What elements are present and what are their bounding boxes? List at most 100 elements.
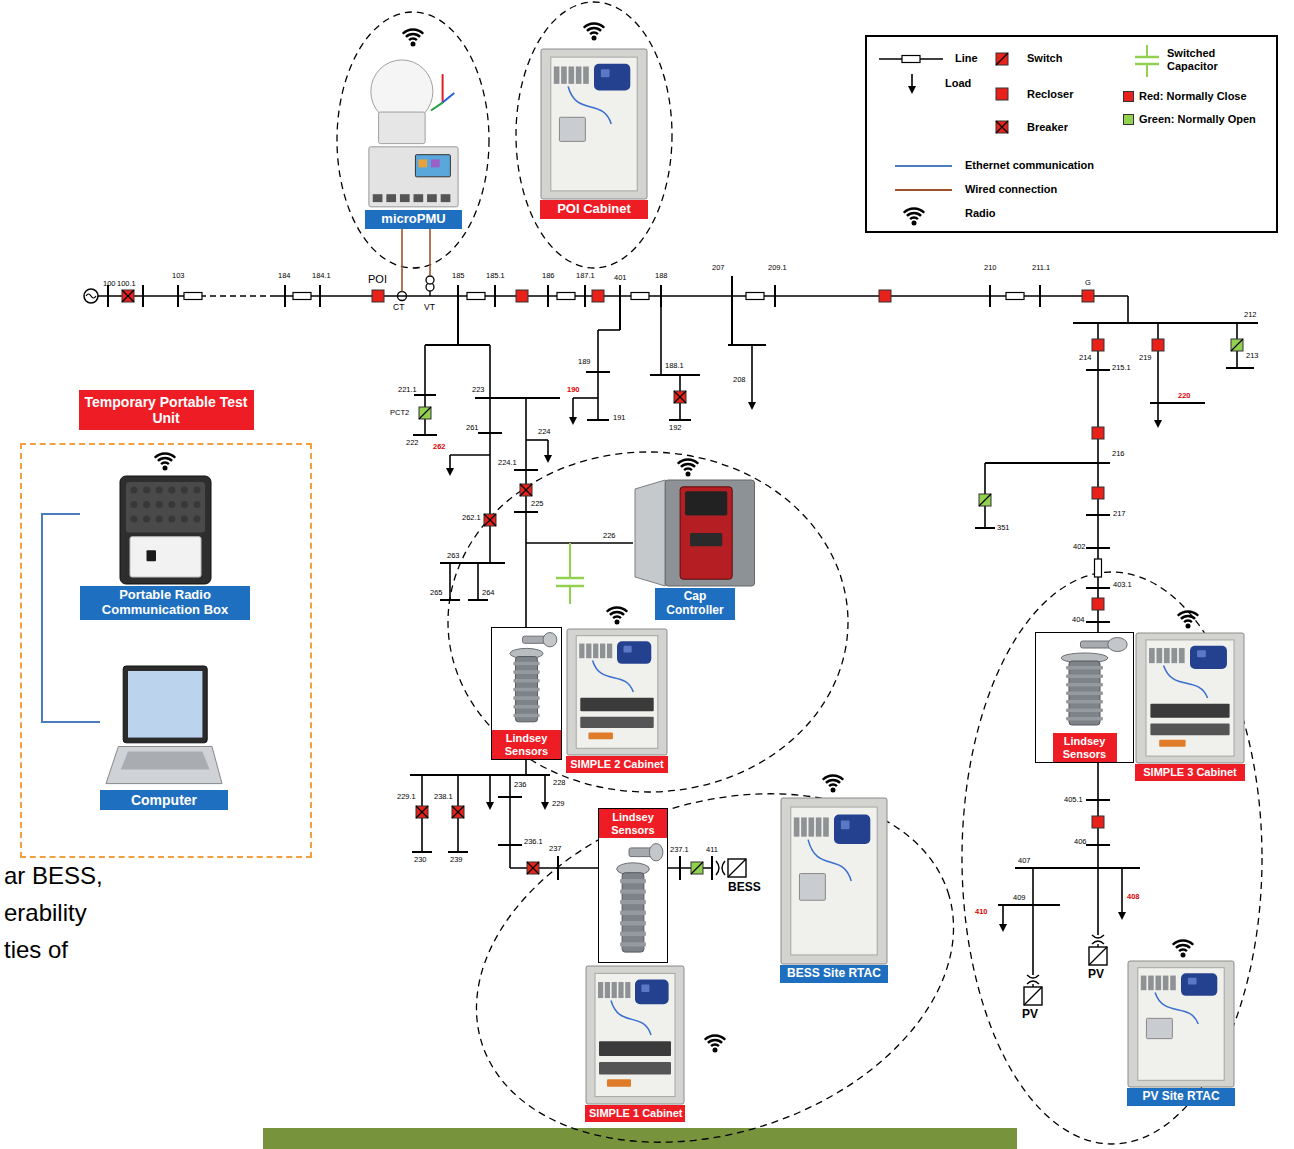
bus-number: 187.1 — [576, 272, 595, 280]
breaker-symbol — [484, 514, 496, 526]
bus-tick — [1086, 844, 1110, 846]
picture-part — [541, 49, 647, 199]
bus-number: 238.1 — [434, 793, 453, 801]
breaker-symbol — [452, 806, 464, 818]
picture-part — [595, 973, 675, 1096]
inverter-symbol — [1092, 941, 1104, 944]
picture-part — [799, 874, 825, 901]
inverter-symbol — [1027, 975, 1039, 978]
radio-icon — [161, 463, 169, 465]
bus-number: 407 — [1018, 857, 1031, 865]
line-symbol — [631, 293, 649, 300]
picture-part — [605, 982, 610, 998]
picture-part — [143, 487, 150, 494]
breaker-symbol — [416, 806, 428, 818]
picture-part — [443, 93, 455, 102]
picture-part — [155, 501, 162, 508]
ct-symbol — [398, 292, 407, 301]
bus-tick — [457, 285, 459, 345]
bus-number: 215.1 — [1112, 364, 1131, 372]
breaker-symbol — [452, 806, 464, 818]
device-tag: PV — [1088, 968, 1104, 980]
bus-number: 217 — [1113, 510, 1126, 518]
bus-tick — [414, 394, 436, 396]
device-label: Lindsey Sensors — [492, 730, 561, 759]
bus-number: 411 — [706, 846, 718, 854]
load-symbol — [489, 775, 491, 803]
picture-part — [431, 159, 440, 167]
feeder-line — [1097, 323, 1099, 868]
line-symbol — [1095, 559, 1102, 577]
recloser-symbol — [1092, 598, 1104, 610]
inverter-symbol — [1089, 947, 1107, 965]
radio-icon — [686, 472, 691, 477]
load-arrow — [569, 417, 577, 425]
device-node: microPMU — [365, 52, 462, 229]
device-node: POI Cabinet — [540, 48, 648, 219]
picture-part — [168, 501, 175, 508]
picture-part — [665, 480, 754, 586]
picture-part — [120, 476, 211, 584]
legend-text: Radio — [965, 207, 996, 220]
device-picture — [104, 662, 224, 790]
breaker-symbol — [674, 391, 686, 403]
picture-part — [415, 155, 450, 177]
legend-text: Switched Capacitor — [1167, 47, 1267, 72]
breaker-symbol — [520, 484, 532, 496]
capacitor-symbol — [569, 586, 571, 604]
picture-part — [130, 501, 137, 508]
radio-icon — [1179, 950, 1187, 952]
switch-symbol — [979, 494, 991, 506]
picture-part — [583, 66, 589, 83]
legend-text: Switch — [1027, 52, 1062, 65]
slide-text: ties of — [4, 938, 68, 962]
device-label: Cap Controller — [655, 588, 735, 620]
bus-number: 222 — [406, 439, 419, 447]
bus-number: 189 — [578, 358, 591, 366]
picture-part — [441, 194, 451, 202]
bus-number: 221.1 — [398, 386, 417, 394]
radio-icon — [590, 33, 598, 35]
bus-number: 401 — [614, 274, 627, 282]
line-symbol — [557, 293, 575, 300]
device-picture — [1036, 633, 1133, 733]
picture-part — [599, 1062, 671, 1074]
picture-part — [543, 633, 557, 647]
picture-part — [586, 644, 591, 659]
bus-tick — [448, 851, 468, 853]
picture-part — [106, 746, 222, 783]
device-label: BESS Site RTAC — [780, 965, 888, 983]
picture-part — [414, 194, 424, 202]
feeder-line — [526, 542, 633, 544]
legend-text: Wired connection — [965, 183, 1057, 196]
picture-part — [593, 644, 598, 659]
picture-part — [1159, 740, 1185, 747]
picture-part — [1164, 648, 1170, 663]
bus-number: 224 — [538, 428, 551, 436]
device-node: Lindsey Sensors — [598, 808, 668, 963]
device-picture — [633, 478, 757, 588]
bus-number: G — [1085, 279, 1091, 287]
picture-part — [823, 817, 829, 836]
picture-part — [155, 516, 162, 523]
vt-symbol — [426, 276, 434, 284]
bus-bar — [425, 344, 490, 346]
breaker-symbol — [416, 806, 428, 818]
bus-bar — [650, 374, 700, 376]
picture-part — [1066, 700, 1103, 704]
device-picture — [540, 48, 648, 200]
radio-icon — [403, 30, 424, 34]
recloser-symbol — [996, 88, 1008, 100]
picture-part — [128, 671, 202, 738]
picture-part — [1170, 976, 1176, 991]
bus-number: 229.1 — [397, 793, 416, 801]
device-picture — [566, 628, 668, 756]
device-label: Lindsey Sensors — [599, 809, 667, 838]
picture-part — [1066, 717, 1103, 721]
bus-number: 262.1 — [462, 514, 481, 522]
wired-connection — [401, 229, 403, 292]
switch-symbol — [691, 862, 703, 874]
radio-icon — [610, 612, 624, 615]
bus-number: 213 — [1246, 352, 1259, 360]
picture-part — [641, 984, 649, 991]
